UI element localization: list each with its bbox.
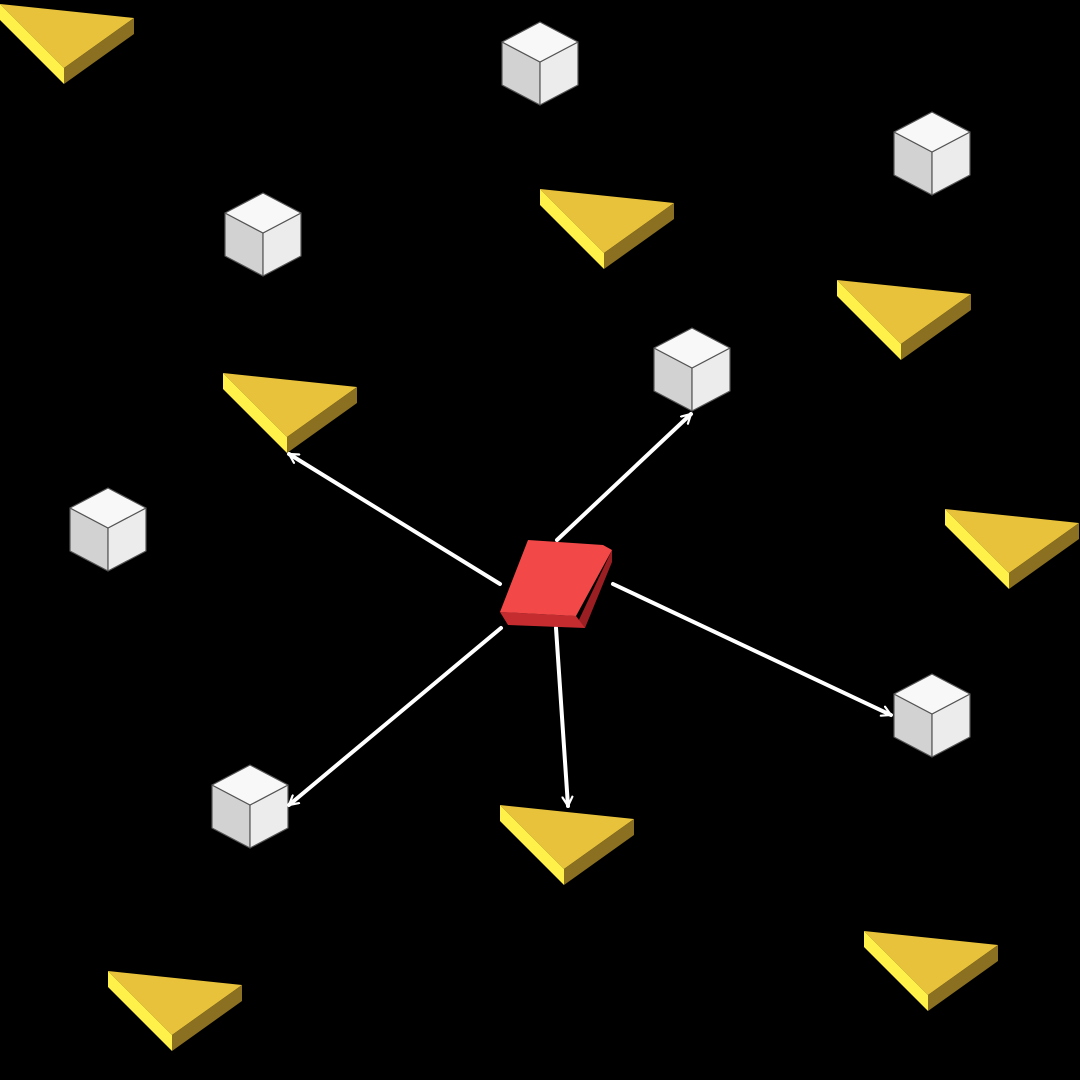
cube-6-top xyxy=(893,673,971,715)
wedge-4-top xyxy=(223,373,357,437)
wedge-1-right xyxy=(64,18,134,84)
cube-7-top xyxy=(211,764,289,806)
yellow-wedge-icon xyxy=(0,4,134,84)
wedge-6-right xyxy=(564,819,634,885)
yellow-wedge-icon xyxy=(108,971,242,1051)
wedge-7-top xyxy=(864,931,998,995)
yellow-wedge-icon xyxy=(945,509,1079,589)
wedge-7-left xyxy=(864,931,928,1011)
yellow-wedge-icon xyxy=(223,373,357,453)
cubes-layer xyxy=(69,21,971,849)
wedge-3-left xyxy=(837,280,901,360)
cube-4-top xyxy=(653,327,731,369)
wedge-4-right xyxy=(287,387,357,453)
yellow-wedge-icon xyxy=(500,805,634,885)
wedge-7-right xyxy=(928,945,998,1011)
wedge-6-top xyxy=(500,805,634,869)
wedge-5-left xyxy=(945,509,1009,589)
arrow-to-wedge-6 xyxy=(554,626,568,808)
yellow-wedge-icon xyxy=(864,931,998,1011)
wedge-8-left xyxy=(108,971,172,1051)
arrow-to-cube-4 xyxy=(555,412,693,542)
white-cube-icon xyxy=(69,487,147,572)
white-cube-icon xyxy=(224,192,302,277)
wedge-8-top xyxy=(108,971,242,1035)
wedge-2-top xyxy=(540,189,674,253)
yellow-wedge-icon xyxy=(540,189,674,269)
center-front-side xyxy=(500,612,585,628)
cube-2-top xyxy=(893,111,971,153)
wedge-1-top xyxy=(0,4,134,68)
wedge-2-left xyxy=(540,189,604,269)
wedge-3-right xyxy=(901,294,971,360)
center-object xyxy=(500,540,612,628)
wedge-4-left xyxy=(223,373,287,453)
arrow-to-cube-7 xyxy=(287,626,503,807)
arrow-to-wedge-4 xyxy=(287,452,502,586)
white-cube-icon xyxy=(211,764,289,849)
wedge-2-right xyxy=(604,203,674,269)
center-right-side xyxy=(576,550,612,628)
wedge-8-right xyxy=(172,985,242,1051)
white-cube-icon xyxy=(893,111,971,196)
wedge-6-left xyxy=(500,805,564,885)
white-cube-icon xyxy=(893,673,971,758)
wedges-layer xyxy=(0,4,1079,1051)
wedge-5-right xyxy=(1009,523,1079,589)
center-top-face xyxy=(500,540,612,616)
white-cube-icon xyxy=(501,21,579,106)
wedge-3-top xyxy=(837,280,971,344)
yellow-wedge-icon xyxy=(837,280,971,360)
arrow-to-cube-6 xyxy=(611,582,893,717)
cube-1-top xyxy=(501,21,579,63)
cube-5-top xyxy=(69,487,147,529)
wedge-5-top xyxy=(945,509,1079,573)
cube-3-top xyxy=(224,192,302,234)
wedge-1-left xyxy=(0,4,64,84)
red-cube-icon xyxy=(500,540,612,628)
arrows-layer xyxy=(287,412,893,808)
white-cube-icon xyxy=(653,327,731,412)
